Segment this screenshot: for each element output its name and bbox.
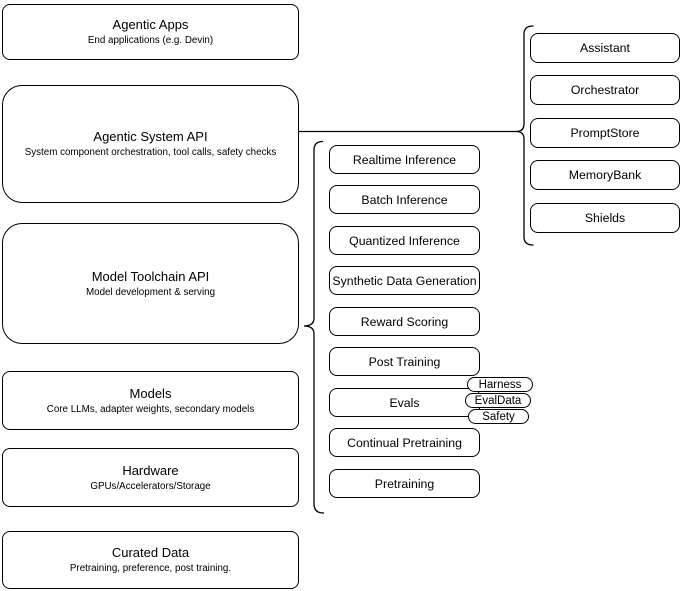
node-subtitle: End applications (e.g. Devin) <box>87 35 214 46</box>
node-label: Shields <box>584 211 626 225</box>
node-title: Hardware <box>122 462 179 478</box>
node-post-training: Post Training <box>329 347 480 376</box>
node-title: Agentic System API <box>93 129 208 144</box>
tag-label: Harness <box>478 378 522 391</box>
node-subtitle: System component orchestration, tool cal… <box>24 147 277 158</box>
node-assistant: Assistant <box>530 33 680 63</box>
tag-label: Safety <box>482 410 515 423</box>
node-label: Batch Inference <box>361 192 448 207</box>
node-label: Post Training <box>368 354 441 369</box>
node-quantized-inference: Quantized Inference <box>329 226 480 255</box>
node-label: PromptStore <box>570 126 640 140</box>
node-title: Agentic Apps <box>112 17 189 32</box>
node-label: MemoryBank <box>568 168 642 182</box>
node-label: Quantized Inference <box>349 233 460 248</box>
tag-safety: Safety <box>468 409 529 424</box>
node-model-toolchain-api: Model Toolchain API Model development & s… <box>2 223 299 344</box>
node-label: Pretraining <box>374 476 435 491</box>
node-subtitle: Pretraining, preference, post training. <box>69 563 232 574</box>
node-subtitle: Core LLMs, adapter weights, secondary mo… <box>46 403 255 415</box>
node-title: Model Toolchain API <box>91 268 210 284</box>
tag-label: EvalData <box>474 394 522 407</box>
node-label: Realtime Inference <box>352 152 457 167</box>
node-subtitle: Model development & serving <box>85 286 216 298</box>
node-agentic-system-api: Agentic System API System component orche… <box>2 85 299 203</box>
node-subtitle: GPUs/Accelerators/Storage <box>90 480 211 492</box>
node-realtime-inference: Realtime Inference <box>329 145 480 174</box>
node-label: Synthetic Data Generation <box>332 273 477 288</box>
node-evals: Evals <box>329 388 480 417</box>
node-continual-pretraining: Continual Pretraining <box>329 428 480 457</box>
node-shields: Shields <box>530 203 680 233</box>
node-label: Assistant <box>580 41 630 55</box>
node-pretraining: Pretraining <box>329 469 480 498</box>
system-brace <box>515 25 534 246</box>
node-promptstore: PromptStore <box>530 118 680 148</box>
node-title: Curated Data <box>111 545 190 560</box>
tag-harness: Harness <box>467 377 533 392</box>
node-reward-scoring: Reward Scoring <box>329 307 480 336</box>
node-label: Orchestrator <box>570 83 640 97</box>
node-label: Evals <box>389 395 420 410</box>
node-synthetic-data-generation: Synthetic Data Generation <box>329 266 480 295</box>
node-memorybank: MemoryBank <box>530 160 680 190</box>
node-orchestrator: Orchestrator <box>530 75 680 105</box>
node-batch-inference: Batch Inference <box>329 185 480 214</box>
toolchain-brace <box>303 140 325 514</box>
node-title: Models <box>129 385 172 401</box>
node-label: Reward Scoring <box>360 314 449 329</box>
tag-evaldata: EvalData <box>465 393 531 408</box>
node-label: Continual Pretraining <box>347 435 462 450</box>
